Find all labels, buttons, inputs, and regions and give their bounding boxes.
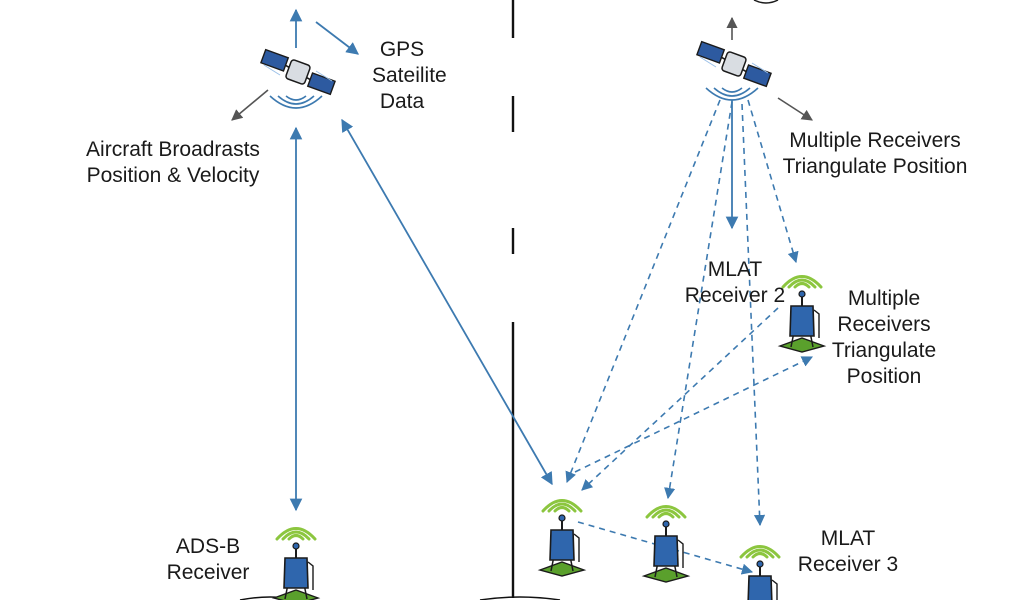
adsb-signal-icon — [275, 527, 317, 541]
mlat-satellite-icon — [696, 40, 772, 88]
mlat-receiver-3-icon — [737, 560, 783, 600]
a-to-receiver-2 — [574, 356, 814, 473]
triangulate-position-label-top: Multiple Receivers Triangulate Position — [782, 129, 968, 178]
mlat-signal-waves-icon — [705, 87, 759, 101]
sat-to-receiver-b — [664, 101, 733, 500]
arrow-to-aircraft-label — [231, 89, 269, 121]
signal-waves-icon — [269, 95, 323, 109]
sat-to-receiver-3 — [741, 103, 766, 527]
triangulate-position-label-side: Multiple Receivers Triangulate Position — [831, 287, 937, 388]
mlat-receiver-3-label: MLAT Receiver 3 — [797, 527, 899, 576]
aircraft-broadcasts-label: Aircraft Broadrasts Position & Velocity — [86, 138, 260, 187]
aircraft-mlat-receiver-link — [341, 118, 553, 486]
mlat-receiver-3-signal-icon — [739, 545, 781, 559]
mlat-receiver-a-icon — [539, 514, 585, 577]
mlat-receiver-2-label: MLAT Receiver 2 — [684, 258, 786, 307]
adsb-receiver-icon — [273, 542, 319, 600]
receiver-2-to-a — [581, 307, 779, 491]
adsb-receiver-label: ADS-B Receiver — [166, 535, 250, 584]
sat-to-receiver-2 — [747, 99, 799, 264]
mlat-gray-arrows — [726, 16, 813, 121]
satellite-top-edge — [753, 0, 779, 4]
mlat-receiver-b-icon — [643, 520, 689, 583]
gps-satellite-data-label: GPS Sateilite Data — [372, 38, 447, 113]
mlat-receiver-b-signal-icon — [645, 505, 687, 519]
satellite-icon — [260, 48, 336, 96]
arrow-to-gps-data — [315, 21, 360, 55]
ground-arc-right — [479, 596, 561, 600]
sat-to-receiver-a — [565, 99, 721, 484]
mlat-receiver-a-signal-icon — [541, 499, 583, 513]
adsb-links — [289, 8, 553, 512]
